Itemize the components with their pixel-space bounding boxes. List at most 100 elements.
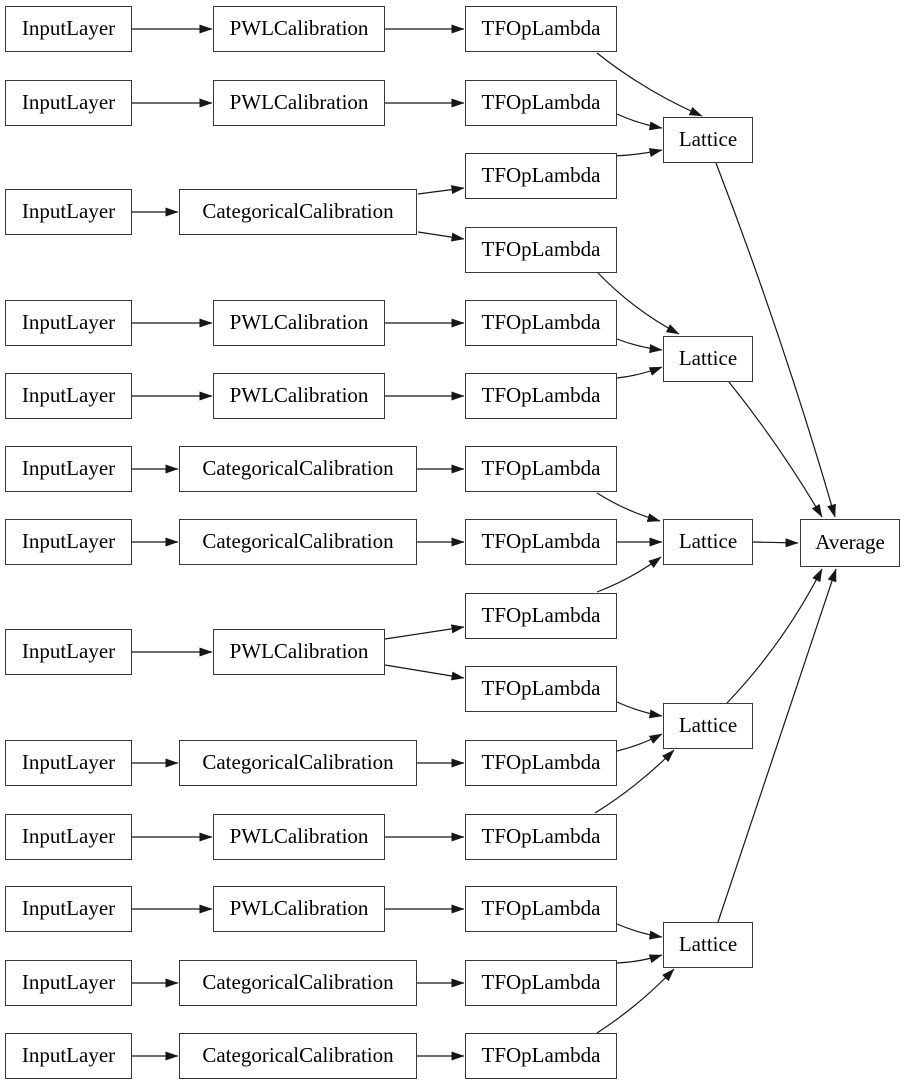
edge-c8-to-t9 xyxy=(384,624,465,640)
edge-l5-to-avg xyxy=(717,568,837,923)
node-in4-inputlayer: InputLayer xyxy=(5,300,132,346)
node-t6-tfoplambda: TFOpLambda xyxy=(465,373,617,419)
node-t3-tfoplambda: TFOpLambda xyxy=(465,153,617,199)
node-in9-inputlayer: InputLayer xyxy=(5,740,132,786)
node-c2-pwlcalibration: PWLCalibration xyxy=(213,80,385,126)
edge-t13-to-l5 xyxy=(616,923,663,940)
node-in5-inputlayer: InputLayer xyxy=(5,373,132,419)
node-label: PWLCalibration xyxy=(229,823,369,848)
node-label: TFOpLambda xyxy=(481,895,601,920)
node-in2-inputlayer: InputLayer xyxy=(5,80,132,126)
node-c5-pwlcalibration: PWLCalibration xyxy=(213,373,385,419)
node-label: InputLayer xyxy=(21,528,116,553)
node-label: TFOpLambda xyxy=(481,969,601,994)
edge-l3-to-avg xyxy=(752,538,799,548)
node-label: TFOpLambda xyxy=(481,309,601,334)
node-in6-inputlayer: InputLayer xyxy=(5,446,132,492)
node-label: Lattice xyxy=(678,712,738,737)
edge-c3-to-t4 xyxy=(417,231,465,242)
node-label: TFOpLambda xyxy=(481,162,601,187)
node-label: InputLayer xyxy=(21,455,116,480)
node-label: TFOpLambda xyxy=(481,236,601,261)
node-label: CategoricalCalibration xyxy=(202,969,394,994)
node-t10-tfoplambda: TFOpLambda xyxy=(465,666,617,712)
node-label: CategoricalCalibration xyxy=(202,1042,394,1067)
node-c8-pwlcalibration: PWLCalibration xyxy=(213,629,385,675)
edge-t6-to-l2 xyxy=(616,366,663,379)
node-in13-inputlayer: InputLayer xyxy=(5,1033,132,1079)
node-label: TFOpLambda xyxy=(481,675,601,700)
edge-t14-to-l5 xyxy=(616,954,663,964)
node-c1-pwlcalibration: PWLCalibration xyxy=(213,6,385,52)
edge-c8-to-t10 xyxy=(384,664,465,681)
node-label: Lattice xyxy=(678,931,738,956)
edge-t12-to-l4 xyxy=(594,749,675,814)
edge-c3-to-t3 xyxy=(417,185,465,195)
node-label: InputLayer xyxy=(21,15,116,40)
node-label: TFOpLambda xyxy=(481,89,601,114)
edge-t9-to-l3 xyxy=(596,556,662,593)
node-label: InputLayer xyxy=(21,895,116,920)
node-t9-tfoplambda: TFOpLambda xyxy=(465,593,617,639)
node-avg-average: Average xyxy=(800,519,900,567)
node-t7-tfoplambda: TFOpLambda xyxy=(465,446,617,492)
node-label: InputLayer xyxy=(21,638,116,663)
node-t1-tfoplambda: TFOpLambda xyxy=(465,6,617,52)
node-l2-lattice: Lattice xyxy=(663,336,753,382)
edge-l2-to-avg xyxy=(728,381,823,518)
node-t4-tfoplambda: TFOpLambda xyxy=(465,227,617,273)
node-c13-categoricalcalibration: CategoricalCalibration xyxy=(179,1033,417,1079)
node-l3-lattice: Lattice xyxy=(663,519,753,565)
edge-t10-to-l4 xyxy=(616,701,663,719)
node-label: PWLCalibration xyxy=(229,382,369,407)
node-c6-categoricalcalibration: CategoricalCalibration xyxy=(179,446,417,492)
node-label: TFOpLambda xyxy=(481,382,601,407)
node-label: InputLayer xyxy=(21,309,116,334)
node-c11-pwlcalibration: PWLCalibration xyxy=(213,886,385,932)
node-label: PWLCalibration xyxy=(229,89,369,114)
node-label: InputLayer xyxy=(21,969,116,994)
node-label: InputLayer xyxy=(21,1042,116,1067)
edge-t15-to-l5 xyxy=(596,968,675,1034)
node-label: InputLayer xyxy=(21,382,116,407)
node-in3-inputlayer: InputLayer xyxy=(5,189,132,235)
node-l1-lattice: Lattice xyxy=(663,117,753,163)
node-in1-inputlayer: InputLayer xyxy=(5,6,132,52)
node-label: TFOpLambda xyxy=(481,15,601,40)
edge-t5-to-l2 xyxy=(616,338,663,354)
node-label: Lattice xyxy=(678,528,738,553)
node-label: InputLayer xyxy=(21,89,116,114)
node-t8-tfoplambda: TFOpLambda xyxy=(465,519,617,565)
node-c4-pwlcalibration: PWLCalibration xyxy=(213,300,385,346)
node-label: InputLayer xyxy=(21,749,116,774)
node-in11-inputlayer: InputLayer xyxy=(5,886,132,932)
node-t11-tfoplambda: TFOpLambda xyxy=(465,740,617,786)
node-label: PWLCalibration xyxy=(229,309,369,334)
node-label: TFOpLambda xyxy=(481,749,601,774)
edge-l1-to-avg xyxy=(715,162,836,518)
node-t5-tfoplambda: TFOpLambda xyxy=(465,300,617,346)
node-label: PWLCalibration xyxy=(229,895,369,920)
edge-l4-to-avg xyxy=(726,568,823,704)
node-label: CategoricalCalibration xyxy=(202,749,394,774)
node-label: CategoricalCalibration xyxy=(202,528,394,553)
node-label: CategoricalCalibration xyxy=(202,198,394,223)
node-label: TFOpLambda xyxy=(481,455,601,480)
edge-t1-to-l1 xyxy=(596,52,703,117)
node-c9-categoricalcalibration: CategoricalCalibration xyxy=(179,740,417,786)
node-label: Lattice xyxy=(678,345,738,370)
node-label: PWLCalibration xyxy=(229,638,369,663)
node-label: InputLayer xyxy=(21,198,116,223)
node-label: TFOpLambda xyxy=(481,528,601,553)
node-t12-tfoplambda: TFOpLambda xyxy=(465,814,617,860)
edge-t3-to-l1 xyxy=(613,148,663,157)
node-label: PWLCalibration xyxy=(229,15,369,40)
edge-t2-to-l1 xyxy=(616,113,663,131)
node-label: Lattice xyxy=(678,126,738,151)
node-t2-tfoplambda: TFOpLambda xyxy=(465,80,617,126)
node-c10-pwlcalibration: PWLCalibration xyxy=(213,814,385,860)
node-t15-tfoplambda: TFOpLambda xyxy=(465,1033,617,1079)
edge-t4-to-l2 xyxy=(597,272,680,335)
node-in12-inputlayer: InputLayer xyxy=(5,960,132,1006)
